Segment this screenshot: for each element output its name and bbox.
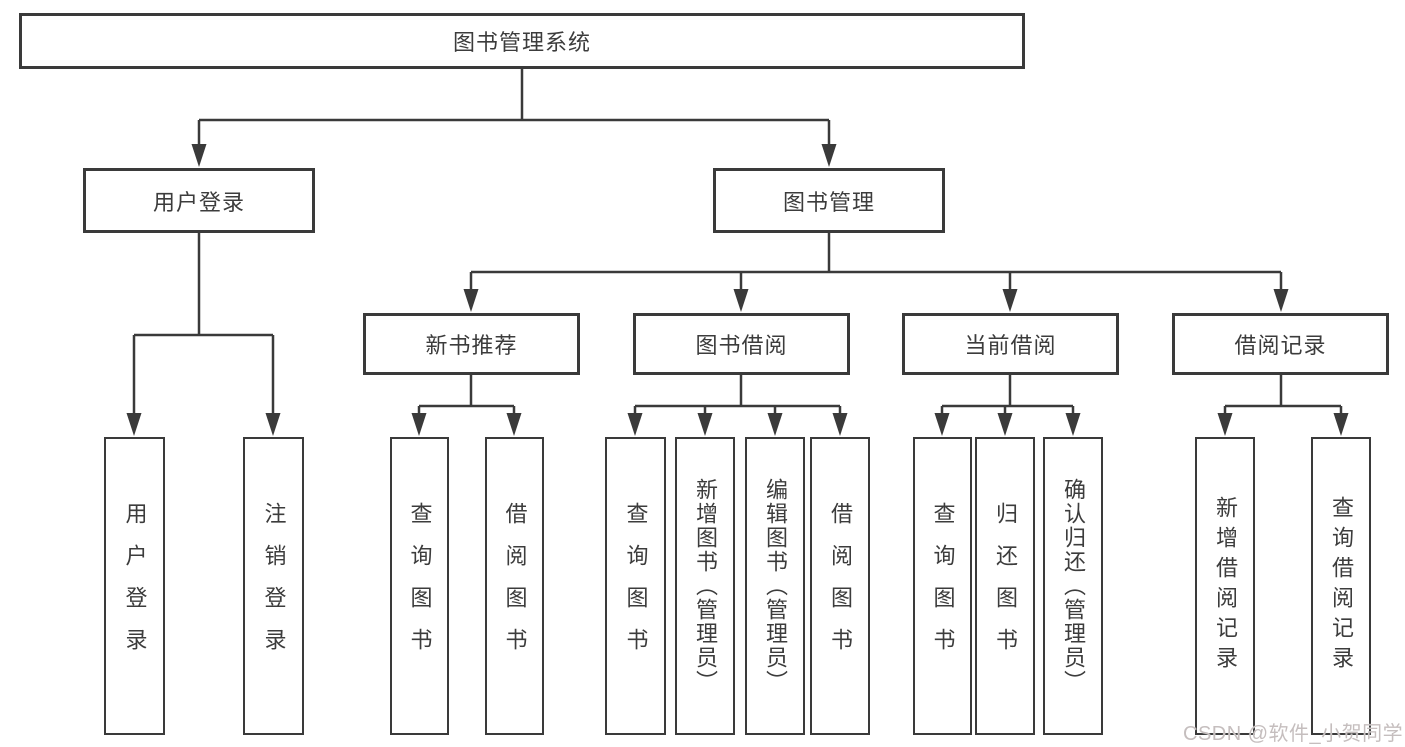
node-label: 借阅记录 — [1234, 333, 1327, 358]
node-library-management-system: 图书管理系统 — [19, 13, 1025, 69]
node-label: 新书推荐 — [425, 333, 518, 358]
leaf-logout: 注销登录 — [243, 437, 304, 735]
node-new-book-recommendation: 新书推荐 — [363, 313, 580, 375]
node-current-borrowing: 当前借阅 — [902, 313, 1119, 375]
leaf-label: 借阅图书 — [828, 502, 853, 670]
leaf-add-books-admin: 新增图书（管理员） — [675, 437, 735, 735]
leaf-label: 查询图书 — [930, 502, 956, 670]
leaf-label: 查询借阅记录 — [1329, 496, 1354, 676]
leaf-borrow-books: 借阅图书 — [810, 437, 870, 735]
leaf-label: 查询图书 — [623, 502, 649, 670]
csdn-watermark: CSDN @软件_小贺同学 — [1183, 723, 1404, 745]
node-label: 用户登录 — [152, 189, 245, 215]
arrowheads — [126, 144, 1349, 436]
node-label: 图书管理系统 — [452, 30, 591, 55]
leaf-label: 注销登录 — [261, 502, 287, 670]
leaf-borrow-books-recommend: 借阅图书 — [485, 437, 544, 735]
leaf-label: 用户登录 — [122, 502, 148, 670]
leaf-return-books: 归还图书 — [975, 437, 1035, 735]
leaf-label: 借阅图书 — [502, 502, 528, 670]
leaf-query-borrow-record: 查询借阅记录 — [1311, 437, 1371, 735]
leaf-edit-books-admin: 编辑图书（管理员） — [745, 437, 805, 735]
leaf-label: 归还图书 — [993, 502, 1018, 670]
leaf-label: 编辑图书（管理员） — [763, 478, 788, 694]
node-user-login: 用户登录 — [83, 168, 315, 233]
node-borrowing-records: 借阅记录 — [1172, 313, 1389, 375]
node-label: 图书借阅 — [695, 333, 788, 358]
node-label: 图书管理 — [782, 189, 875, 215]
leaf-query-books-current: 查询图书 — [913, 437, 972, 735]
node-book-borrowing: 图书借阅 — [633, 313, 850, 375]
leaf-user-login: 用户登录 — [104, 437, 165, 735]
leaf-label: 确认归还（管理员） — [1061, 478, 1086, 694]
leaf-label: 查询图书 — [407, 502, 433, 670]
leaf-query-books-borrow: 查询图书 — [605, 437, 666, 735]
leaf-query-books-recommend: 查询图书 — [390, 437, 449, 735]
leaf-label: 新增图书（管理员） — [693, 478, 718, 694]
leaf-label: 新增借阅记录 — [1213, 496, 1238, 676]
node-book-management: 图书管理 — [713, 168, 945, 233]
node-label: 当前借阅 — [964, 333, 1057, 358]
leaf-confirm-return-admin: 确认归还（管理员） — [1043, 437, 1103, 735]
leaf-add-borrow-record: 新增借阅记录 — [1195, 437, 1255, 735]
